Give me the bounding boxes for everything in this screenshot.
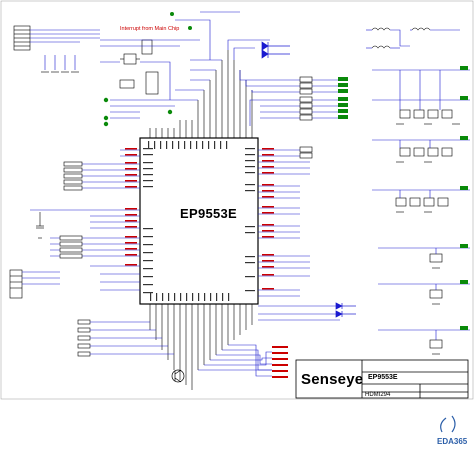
pin-name-ticks [143,141,255,301]
led-diodes-top [261,41,290,59]
titleblock-part: HDMI294 [365,392,391,398]
resistor-array-right [299,76,313,159]
interrupt-note: Interrupt from Main Chip [120,26,180,32]
ic-bottom-pins [149,304,253,390]
resistors-bottom-left [77,319,91,357]
resistor-packs-left [59,161,83,259]
ic-left-pins [30,149,140,291]
connector-j1 [13,25,31,51]
bottom-bus-labels [272,346,288,378]
brand-logo-text: Senseye [301,371,364,388]
power-regulators [371,27,453,349]
crystal-y1 [119,39,159,95]
net-labels-right [338,77,348,119]
watermark-logo [440,415,456,433]
bottom-left-wires [90,321,174,355]
transistor-q1 [171,369,185,383]
ic-right-pins [258,149,340,321]
ic-top-pins [149,50,253,138]
connector-j2 [9,269,23,299]
led-diodes-bottom [335,302,356,318]
ground-symbols-right [396,123,460,355]
power-flags-right [460,66,468,330]
connector-j1-wires [30,29,100,70]
top-center-wires [100,11,240,119]
titleblock-document: EP9553E [368,374,398,381]
watermark-text: EDA365 [437,437,468,446]
top-right-bus [175,39,340,126]
power-net-dots [103,12,192,127]
power-wires-right [366,29,470,340]
ic-body [139,137,259,305]
connector-j2-wires [22,271,60,285]
chip-part-number: EP9553E [180,206,238,221]
title-block [295,359,469,399]
left-cap [36,212,44,239]
bottom-bus-wires [198,344,272,377]
pin-number-ticks [125,148,274,290]
